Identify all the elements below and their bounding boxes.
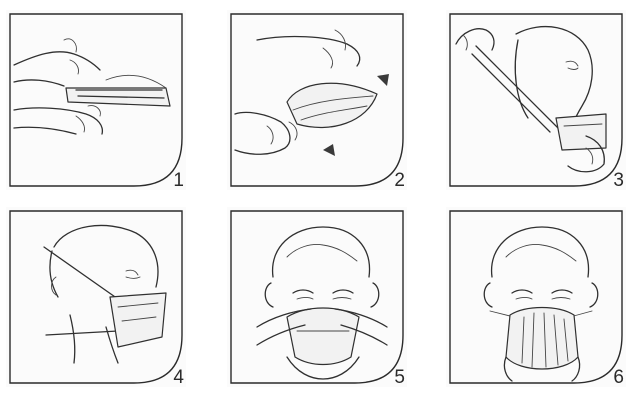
step-5-panel: 5	[227, 207, 407, 387]
step-1-panel: 1	[6, 10, 186, 190]
step-3-panel: 3	[446, 10, 626, 190]
pull-straps-over-head-icon	[446, 10, 626, 190]
step-number: 6	[613, 368, 624, 387]
step-6-panel: 6	[446, 207, 626, 387]
step-2-panel: 2	[227, 10, 407, 190]
step-number: 2	[394, 171, 405, 190]
hands-open-mask-icon	[227, 10, 407, 190]
straps-positioned-side-view-icon	[6, 207, 186, 387]
press-nose-clip-icon	[227, 207, 407, 387]
step-number: 3	[613, 171, 624, 190]
step-number: 5	[394, 368, 405, 387]
step-number: 4	[173, 368, 184, 387]
step-number: 1	[173, 171, 184, 190]
seal-check-icon	[446, 207, 626, 387]
step-4-panel: 4	[6, 207, 186, 387]
hand-unfold-mask-icon	[6, 10, 186, 190]
